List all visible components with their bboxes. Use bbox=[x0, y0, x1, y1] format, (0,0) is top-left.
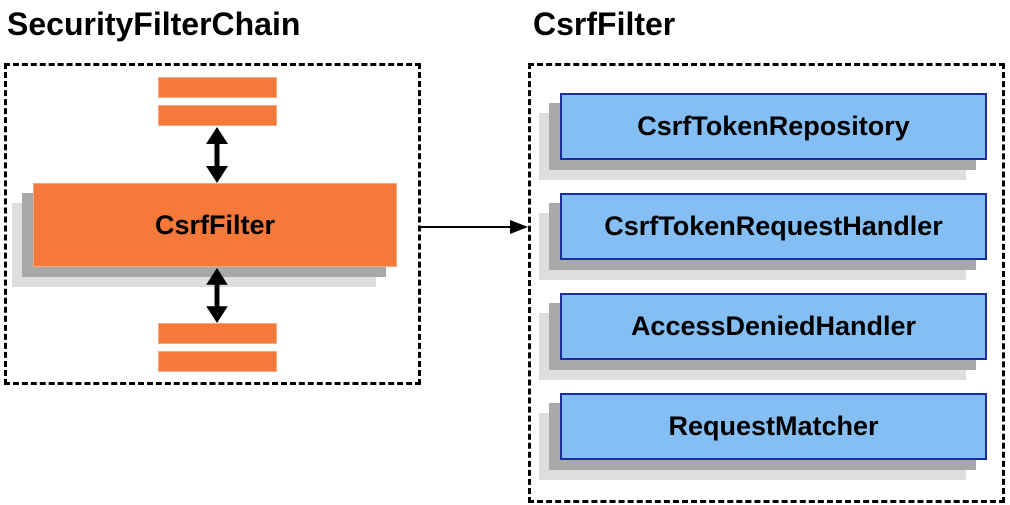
csrf-filter-title: CsrfFilter bbox=[533, 6, 676, 42]
security-filter-chain-title: SecurityFilterChain bbox=[7, 6, 301, 42]
filter-bar bbox=[158, 105, 277, 126]
component-box-label: AccessDeniedHandler bbox=[630, 311, 917, 341]
filter-bar bbox=[158, 77, 277, 98]
right-arrow-icon bbox=[421, 220, 528, 234]
csrf-filter-panel: CsrfTokenRepository CsrfTokenRequestHand… bbox=[528, 63, 1005, 503]
double-headed-arrow-icon bbox=[206, 268, 228, 323]
double-headed-arrow-icon bbox=[206, 127, 228, 183]
filter-bar bbox=[158, 323, 277, 344]
component-box-label: RequestMatcher bbox=[668, 411, 879, 441]
component-box-access-denied-handler: AccessDeniedHandler bbox=[560, 293, 987, 360]
filter-bar bbox=[158, 351, 277, 372]
security-filter-chain-panel: CsrfFilter bbox=[4, 63, 421, 385]
component-box-csrf-token-repository: CsrfTokenRepository bbox=[560, 93, 987, 160]
component-box-request-matcher: RequestMatcher bbox=[560, 393, 987, 460]
csrf-filter-box-label: CsrfFilter bbox=[154, 209, 276, 240]
component-box-label: CsrfTokenRequestHandler bbox=[604, 211, 943, 241]
component-box-label: CsrfTokenRepository bbox=[637, 111, 910, 141]
csrf-filter-box: CsrfFilter bbox=[33, 183, 397, 267]
component-box-csrf-token-request-handler: CsrfTokenRequestHandler bbox=[560, 193, 987, 260]
